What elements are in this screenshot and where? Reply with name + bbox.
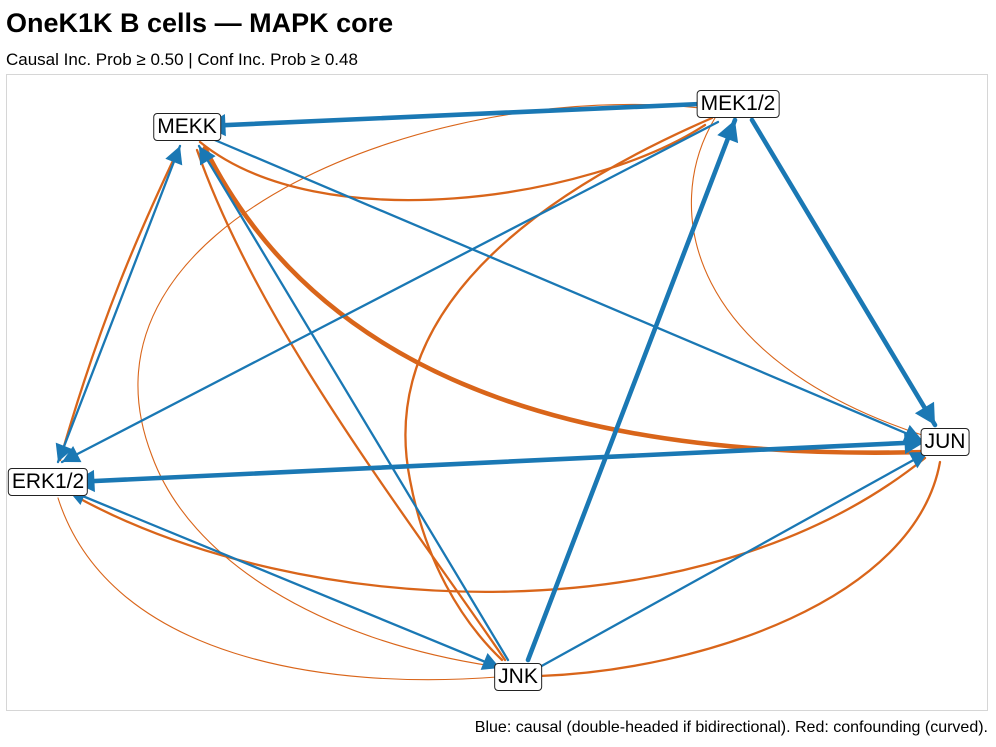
confounding-edge-mek12-jnk <box>404 116 714 662</box>
node-mekk[interactable]: MEKK <box>153 113 221 141</box>
causal-edge-erk12-jun <box>71 431 928 493</box>
causal-edge-mek12-jun <box>749 117 938 428</box>
causal-edge-erk12-jnk <box>66 488 502 670</box>
legend-caption: Blue: causal (double-headed if bidirecti… <box>474 719 988 736</box>
arrow-head <box>199 146 216 166</box>
confounding-edge-mekk-mek12 <box>198 123 707 202</box>
causal-edge-mekk-jun <box>208 136 924 442</box>
chart-subtitle: Causal Inc. Prob ≥ 0.50 | Conf Inc. Prob… <box>6 50 358 69</box>
causal-edge-jnk-mek12 <box>525 117 739 663</box>
node-jun[interactable]: JUN <box>920 428 970 456</box>
confounding-edge-mek12-jun <box>690 117 926 437</box>
arrow-head <box>717 120 739 144</box>
confounding-edge-jun-jnk <box>538 460 942 678</box>
node-jnk[interactable]: JNK <box>494 663 542 691</box>
confounding-edge-jun-erk12 <box>73 456 927 593</box>
causal-edge-mek12-erk12 <box>60 120 720 464</box>
confounding-edges <box>57 103 942 681</box>
arrow-head <box>908 452 928 469</box>
arrow-head <box>55 442 73 462</box>
causal-edge-jnk-jun <box>536 450 930 670</box>
node-erk12[interactable]: ERK1/2 <box>7 468 89 496</box>
causal-edges <box>55 101 938 670</box>
arrow-head <box>904 431 925 455</box>
arrow-head <box>62 446 82 463</box>
confounding-edge-mekk-erk12 <box>58 148 180 462</box>
confounding-edge-erk12-jnk <box>57 497 498 681</box>
confounding-edge-mekk-jnk <box>195 148 507 662</box>
causal-edge-erk12-mekk <box>55 144 183 464</box>
chart-title: OneK1K B cells — MAPK core <box>6 8 394 38</box>
confounding-edge-mek12-erk12 <box>137 103 701 667</box>
node-mek12[interactable]: MEK1/2 <box>696 90 780 118</box>
arrow-head <box>165 146 183 166</box>
confounding-edge-mekk-jun <box>202 145 928 455</box>
plot-panel <box>6 74 988 711</box>
causal-edge-mek12-mekk <box>202 101 703 137</box>
arrow-head <box>914 401 935 425</box>
causal-edge-jnk-mekk <box>197 144 510 662</box>
